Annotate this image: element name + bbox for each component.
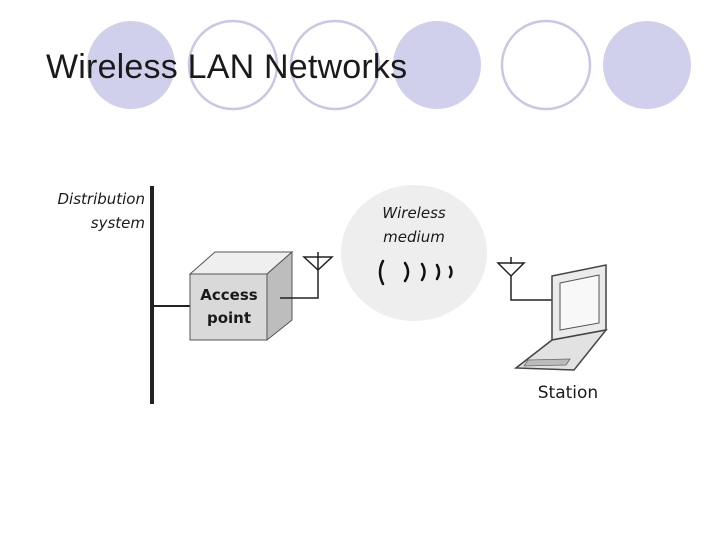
access-point-antenna-icon (280, 252, 334, 299)
access-point-label-line2: point (207, 309, 251, 327)
station-label: Station (538, 383, 598, 403)
wireless-medium-label-line1: Wireless (382, 204, 446, 222)
header-circle (187, 19, 279, 111)
wireless-medium-label-line2: medium (383, 228, 445, 246)
radio-waves-icon (378, 259, 453, 286)
station-antenna-icon (496, 257, 552, 301)
laptop-icon (513, 264, 608, 371)
access-point-label-line1: Access (200, 286, 257, 304)
access-point-box (188, 250, 294, 342)
header-circle (289, 19, 381, 111)
header-circle (500, 19, 592, 111)
header-circles-decoration (87, 19, 691, 111)
header-circle (603, 21, 691, 109)
slide-title: Wireless LAN Networks (46, 48, 408, 86)
header-circle (393, 21, 481, 109)
distribution-system-label-line1: Distribution (57, 190, 145, 208)
header-circle (87, 21, 175, 109)
wireless-medium-bubble (341, 185, 487, 321)
distribution-system-label-line2: system (91, 214, 145, 232)
